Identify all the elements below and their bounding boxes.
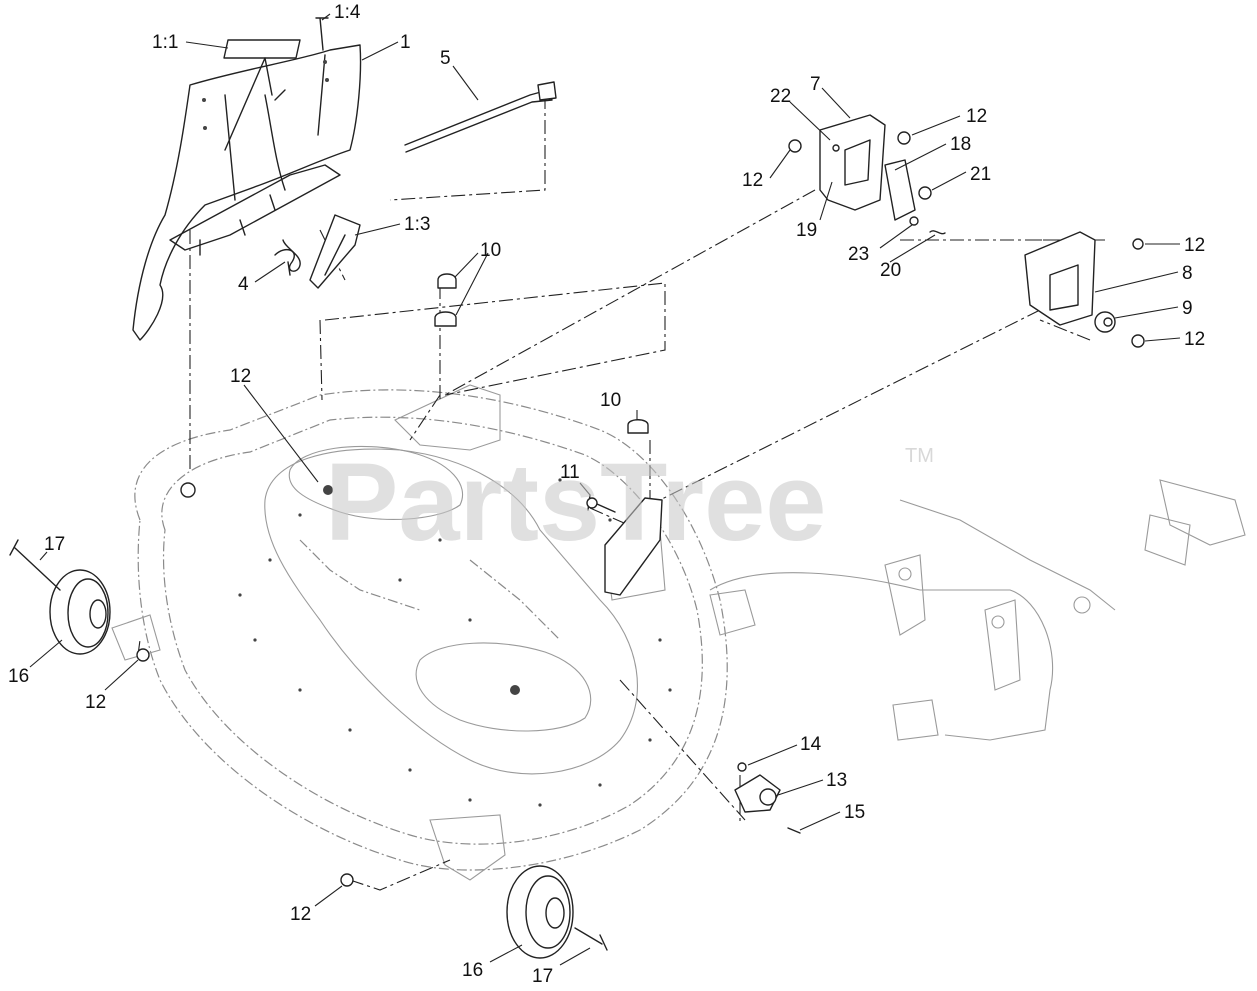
wheel-left [9, 539, 150, 662]
callout-21: 21 [970, 164, 991, 185]
callout-8: 8 [1182, 263, 1193, 284]
bracket-8 [1024, 231, 1145, 348]
watermark-brand: PartsTree [325, 441, 826, 564]
callout-16-left: 16 [8, 666, 29, 687]
callout-15: 15 [844, 802, 865, 823]
lift-linkage [709, 479, 1246, 741]
callout-12-wheel-left: 12 [85, 692, 106, 713]
callout-13: 13 [826, 770, 847, 791]
callout-17-left: 17 [44, 534, 65, 555]
rod [404, 81, 557, 153]
sensor [734, 762, 801, 834]
callout-19: 19 [796, 220, 817, 241]
callout-1-4: 1:4 [334, 2, 361, 23]
callout-23: 23 [848, 244, 869, 265]
callout-12-deck: 12 [230, 366, 251, 387]
callout-12-bracket-top: 12 [966, 106, 987, 127]
chute-bracket [309, 214, 361, 289]
callout-7: 7 [810, 74, 821, 95]
mounting-plate [586, 494, 663, 596]
callout-12-bracket-left: 12 [742, 170, 763, 191]
callout-5: 5 [440, 48, 451, 69]
callout-12-right-bottom: 12 [1184, 329, 1205, 350]
callout-10-plate: 10 [600, 390, 621, 411]
carriage-bolts [434, 273, 649, 434]
callout-17-right: 17 [532, 966, 553, 987]
leader-lines [29, 13, 1181, 966]
wheel-right [340, 865, 608, 959]
chute-deflector [132, 17, 362, 341]
bracket-7 [788, 114, 946, 235]
callout-12-wheel-right: 12 [290, 904, 311, 925]
callout-10-top: 10 [480, 240, 501, 261]
callout-14: 14 [800, 734, 822, 755]
callout-11: 11 [560, 462, 580, 483]
callout-16-right: 16 [462, 960, 483, 981]
deck-nut [180, 482, 196, 498]
callout-18: 18 [950, 134, 971, 155]
callout-1-3: 1:3 [404, 214, 430, 235]
callout-20: 20 [880, 260, 901, 281]
callout-4: 4 [238, 274, 249, 295]
callout-1-1: 1:1 [152, 32, 178, 53]
callout-labels: 1:4 1:1 1 5 7 22 12 18 12 21 1:3 19 23 2… [8, 2, 1205, 987]
mower-deck [111, 384, 728, 881]
spring [274, 239, 301, 276]
callout-12-right-top: 12 [1184, 235, 1205, 256]
callout-22: 22 [770, 86, 791, 107]
callout-1: 1 [400, 32, 411, 53]
decal [223, 39, 301, 59]
callout-9: 9 [1182, 298, 1193, 319]
watermark-trademark: TM [905, 445, 934, 467]
